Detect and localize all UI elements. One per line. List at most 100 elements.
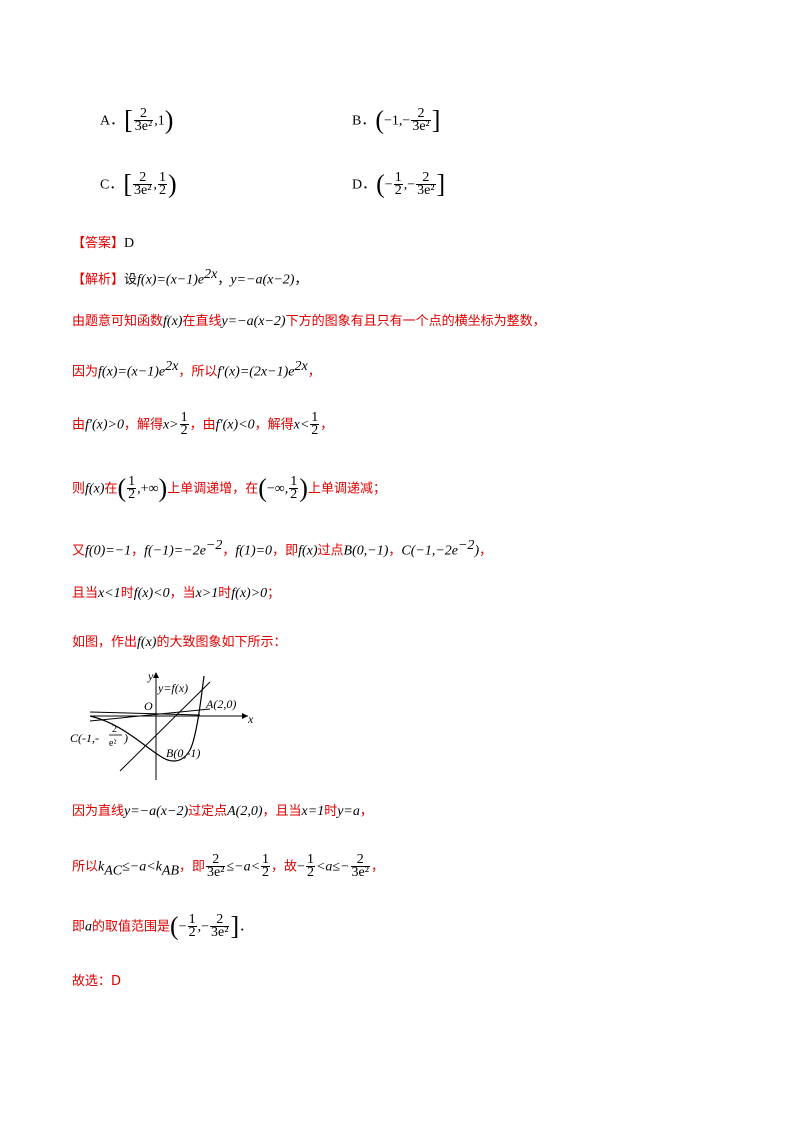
- superscript: 2x: [204, 267, 218, 282]
- denominator: 2: [188, 925, 196, 940]
- numerator: 1: [187, 912, 197, 927]
- analysis-line-7: 且当x<1时f(x)<0，当x>1时f(x)>0；: [72, 582, 280, 605]
- denominator: 2: [262, 865, 270, 880]
- bracket-open: [: [124, 105, 133, 135]
- numerator: 1: [127, 474, 137, 489]
- subscript: AB: [161, 863, 180, 879]
- text: ，解得: [123, 417, 163, 433]
- math: f′(x)>0: [85, 417, 124, 433]
- math: y=−a(x−2): [230, 272, 295, 288]
- y-axis-label: y: [147, 669, 154, 683]
- math: x<: [293, 417, 310, 433]
- numerator: 2: [206, 853, 226, 867]
- text: 的取值范围是: [92, 919, 171, 935]
- numerator: 1: [393, 170, 403, 185]
- text: ，: [307, 364, 321, 380]
- text: ，: [294, 272, 308, 288]
- math: f(x): [137, 635, 157, 650]
- text: 时: [218, 586, 232, 601]
- math: f′(x)<0: [215, 417, 255, 433]
- numerator: 2: [133, 107, 154, 121]
- text: ，且当: [262, 804, 302, 819]
- option-a-label: A．: [100, 113, 125, 129]
- bracket-close: ): [299, 473, 308, 503]
- separator: ,−: [403, 177, 416, 193]
- math: f(x): [85, 481, 105, 497]
- math: −∞,: [266, 481, 289, 497]
- line-ac: [89, 708, 211, 722]
- text: ，: [131, 543, 145, 559]
- bracket-close: ]: [431, 105, 441, 135]
- text: 时: [120, 586, 134, 601]
- math: x>1: [195, 586, 219, 601]
- denominator: 3e²: [207, 865, 225, 880]
- bracket-open: (: [117, 473, 127, 503]
- option-d-pre: −: [384, 177, 393, 193]
- denominator: 2: [311, 423, 319, 438]
- text: 过定点: [188, 804, 228, 819]
- superscript: 2x: [165, 359, 179, 374]
- text: 因为: [72, 364, 99, 380]
- bracket-open: (: [170, 911, 179, 941]
- x-axis-label: x: [247, 712, 254, 726]
- denominator: 3e²: [134, 183, 152, 198]
- math: x=1: [301, 804, 325, 819]
- bracket-close: ): [164, 105, 174, 135]
- point-c-label: C(-1,-: [70, 731, 99, 745]
- text: 过点: [317, 543, 344, 559]
- math: f(x): [163, 314, 183, 329]
- text: 在直线: [182, 314, 222, 329]
- point-c-close: ): [123, 731, 128, 745]
- math: ≤−a<k: [122, 859, 162, 875]
- math: y=a: [337, 804, 360, 819]
- text: 在: [104, 481, 118, 497]
- analysis-line-9: 因为直线y=−a(x−2)过定点A(2,0)，且当x=1时y=a，: [72, 800, 373, 823]
- line-ab: [119, 681, 211, 772]
- text: 所以: [72, 859, 99, 875]
- superscript: −2: [205, 538, 223, 553]
- denominator: 2: [306, 865, 314, 880]
- text: ，: [222, 543, 236, 559]
- text: 下方的图象有且只有一个点的横坐标为整数，: [285, 314, 546, 329]
- math: ,+∞: [137, 481, 159, 497]
- analysis-line-1: 【解析】设f(x)=(x−1)e2x，y=−a(x−2)，: [72, 264, 307, 292]
- text: 因为直线: [72, 804, 125, 819]
- point-a-label: A(2,0): [205, 697, 236, 711]
- text: ，即: [179, 859, 206, 875]
- text: ，: [388, 543, 402, 559]
- origin-label: O: [144, 699, 153, 713]
- superscript: 2x: [294, 359, 308, 374]
- text: ，: [217, 272, 231, 288]
- function-graph-figure: y y=f(x) O A(2,0) x C(-1,- 2 e² ) B(0,-1…: [70, 669, 254, 780]
- separator: ,: [153, 177, 157, 193]
- denominator: 3e²: [134, 119, 153, 134]
- bracket-close: ): [167, 169, 177, 199]
- math: a: [85, 919, 93, 935]
- bracket-open: (: [258, 473, 267, 503]
- separator: ,−: [197, 919, 210, 935]
- denominator: 3e²: [412, 119, 430, 134]
- text: ，即: [272, 543, 299, 559]
- text: ，由: [189, 417, 216, 433]
